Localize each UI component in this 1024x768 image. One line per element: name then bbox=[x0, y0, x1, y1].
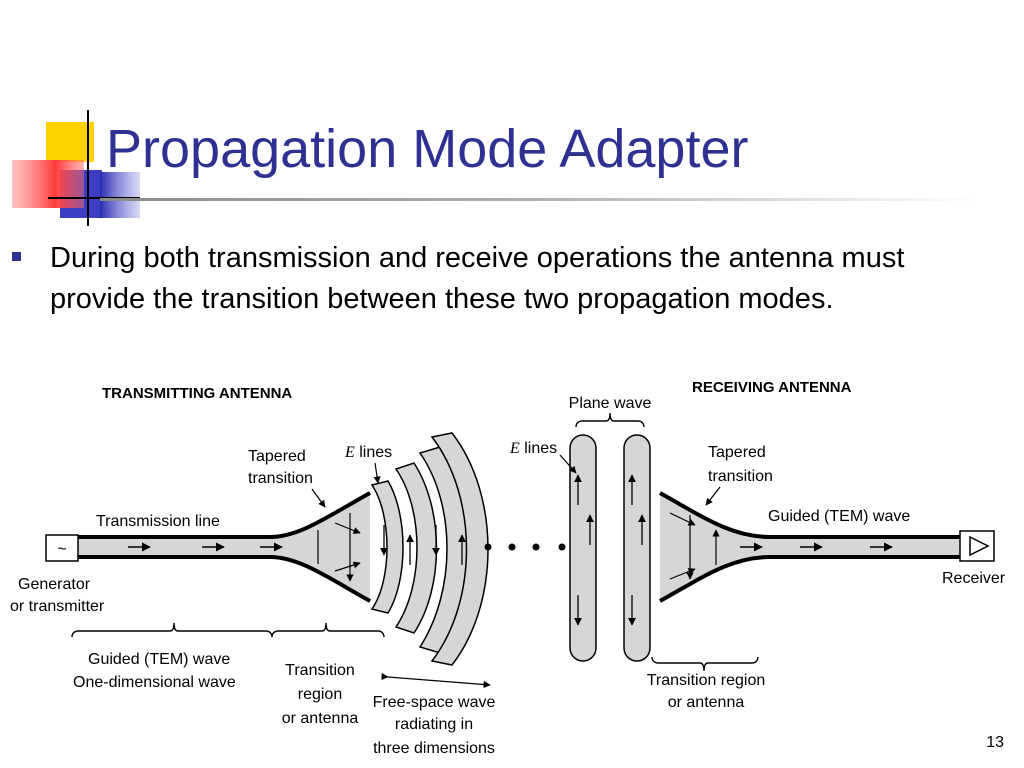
guided-wave-label-line1: Guided (TEM) wave bbox=[88, 651, 230, 668]
propagation-dots bbox=[484, 543, 566, 551]
plane-wave-arrows bbox=[574, 474, 646, 626]
radiating-wavefronts bbox=[370, 432, 489, 666]
bullet-text: During both transmission and receive ope… bbox=[50, 242, 905, 315]
plane-wave-fronts bbox=[569, 434, 651, 662]
receiving-heading: RECEIVING ANTENNA bbox=[692, 379, 852, 396]
bullet-square-icon bbox=[12, 252, 21, 261]
transmission-line bbox=[78, 491, 371, 603]
deco-red-square bbox=[12, 160, 84, 208]
rx-transition-label-line2: or antenna bbox=[668, 694, 745, 711]
deco-blue-fade bbox=[100, 172, 140, 218]
receiver-box bbox=[959, 530, 995, 562]
rx-guided-wave-label: Guided (TEM) wave bbox=[768, 508, 910, 525]
generator-label-line2: or transmitter bbox=[10, 598, 105, 615]
slide-title: Propagation Mode Adapter bbox=[106, 119, 749, 179]
tx-tapered-line1: Tapered bbox=[248, 448, 306, 465]
transmission-line-label: Transmission line bbox=[96, 513, 220, 530]
generator-symbol: ~ bbox=[57, 541, 66, 558]
tx-transition-label-line3: or antenna bbox=[282, 710, 359, 727]
rx-tapered-line2: transition bbox=[708, 468, 773, 485]
transmitting-heading: TRANSMITTING ANTENNA bbox=[102, 385, 292, 402]
receiver-label: Receiver bbox=[942, 570, 1006, 587]
generator-label-line1: Generator bbox=[18, 576, 91, 593]
free-space-label-line2: radiating in bbox=[395, 716, 473, 733]
tx-e-lines-label: E lines bbox=[344, 444, 392, 461]
deco-yellow-square bbox=[46, 122, 94, 162]
plane-wave-label: Plane wave bbox=[569, 395, 652, 412]
rx-e-lines-label: E lines bbox=[509, 440, 557, 457]
wavefront-arrows bbox=[380, 525, 466, 565]
free-space-label-line3: three dimensions bbox=[373, 740, 495, 757]
guided-wave-label-line2: One-dimensional wave bbox=[73, 674, 236, 691]
tx-transition-label-line1: Transition bbox=[285, 662, 355, 679]
generator-box: ~ bbox=[45, 534, 79, 562]
free-space-label-line1: Free-space wave bbox=[373, 694, 496, 711]
tx-tapered-line2: transition bbox=[248, 470, 313, 487]
receiving-line bbox=[659, 491, 960, 603]
antenna-propagation-diagram: ~ bbox=[10, 379, 1006, 757]
rx-transition-label-line1: Transition region bbox=[647, 672, 766, 689]
tx-transition-label-line2: region bbox=[298, 686, 342, 703]
rx-tapered-line1: Tapered bbox=[708, 444, 766, 461]
page-number: 13 bbox=[986, 734, 1004, 751]
title-underline bbox=[100, 198, 980, 201]
